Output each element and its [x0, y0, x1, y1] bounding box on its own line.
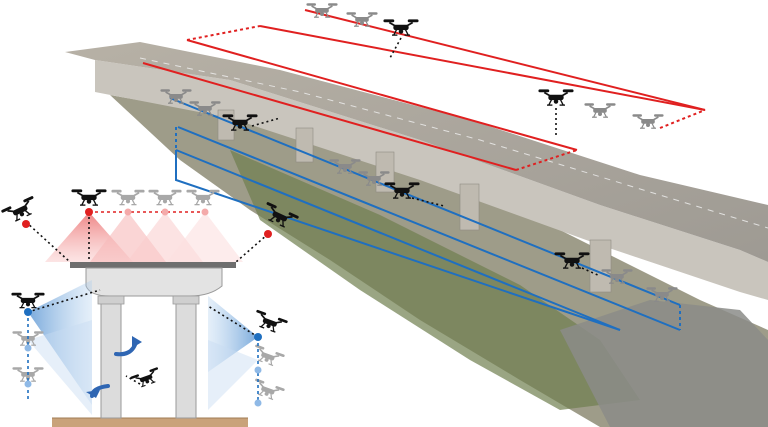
top-inspection-cones — [45, 212, 243, 262]
sight-line — [235, 233, 269, 263]
blue-path-line — [175, 149, 621, 331]
blue-cone-left — [28, 280, 92, 405]
blue-camera-point-faded — [24, 380, 32, 388]
red-path-connector — [186, 25, 261, 41]
drone-icon — [71, 188, 107, 207]
ground-strip — [52, 418, 248, 427]
blue-cone-right — [208, 296, 258, 372]
bridge-pier — [295, 127, 314, 163]
red-camera-point — [22, 220, 30, 228]
drone-icon — [250, 377, 286, 403]
drone-icon — [148, 189, 182, 206]
red-path-connector — [659, 109, 706, 129]
drone-icon — [186, 189, 220, 206]
drone-icon — [382, 18, 420, 36]
side-flight-paths — [169, 97, 681, 331]
drone-icon — [129, 366, 163, 390]
blue-cone-right — [208, 340, 258, 410]
bridge-vegetation — [230, 150, 640, 410]
red-cone — [167, 212, 243, 262]
blue-path-line — [177, 126, 681, 331]
pier-cross-section-inset — [0, 188, 300, 427]
pier-column-left-top — [97, 295, 125, 305]
sight-line — [581, 267, 601, 277]
red-path-line — [259, 25, 706, 111]
deck-lane-line — [139, 57, 768, 229]
blue-camera-point — [24, 308, 32, 316]
red-camera-point-faded — [161, 208, 169, 216]
drone-icon — [10, 292, 46, 309]
top-flight-paths — [142, 9, 706, 171]
red-camera-point-faded — [201, 208, 209, 216]
red-path-connector — [515, 149, 578, 171]
red-camera-point-faded — [124, 208, 132, 216]
blue-camera-point-faded — [24, 344, 32, 352]
arrow-head — [86, 390, 100, 398]
pier-column-left — [100, 299, 122, 419]
rock-slope — [560, 300, 768, 427]
model-drones — [160, 2, 679, 303]
blue-camera-point-faded — [254, 399, 262, 407]
drone-icon — [110, 189, 145, 206]
red-path-line — [304, 9, 706, 111]
drone-icon — [631, 113, 665, 129]
blue-cone-left — [28, 320, 92, 415]
red-camera-point — [264, 230, 272, 238]
blue-path-line — [175, 150, 621, 331]
bridge-pier — [589, 239, 612, 293]
blue-camera-point-faded — [254, 366, 262, 374]
red-camera-point — [85, 208, 93, 216]
drone-icon — [250, 343, 286, 369]
drone-icon — [345, 11, 379, 28]
bridge-deck-surface — [65, 42, 768, 262]
red-path-line — [186, 39, 578, 151]
drone-icon — [538, 88, 574, 106]
drone-icon — [583, 102, 617, 118]
bridge-3d-model — [65, 42, 768, 427]
sight-line — [411, 197, 445, 207]
deck-slab — [70, 262, 236, 268]
pier-cap — [85, 267, 223, 297]
pier-column-right — [175, 299, 197, 419]
drone-icon — [305, 2, 339, 19]
arrow-head — [132, 336, 142, 348]
blue-camera-point — [254, 333, 262, 341]
blue-path-line — [169, 97, 681, 306]
drone-icon — [251, 309, 289, 336]
drone-icon — [0, 195, 40, 226]
pier-column-right-top — [172, 295, 200, 305]
sight-line — [389, 37, 402, 59]
red-path-line — [142, 62, 517, 171]
